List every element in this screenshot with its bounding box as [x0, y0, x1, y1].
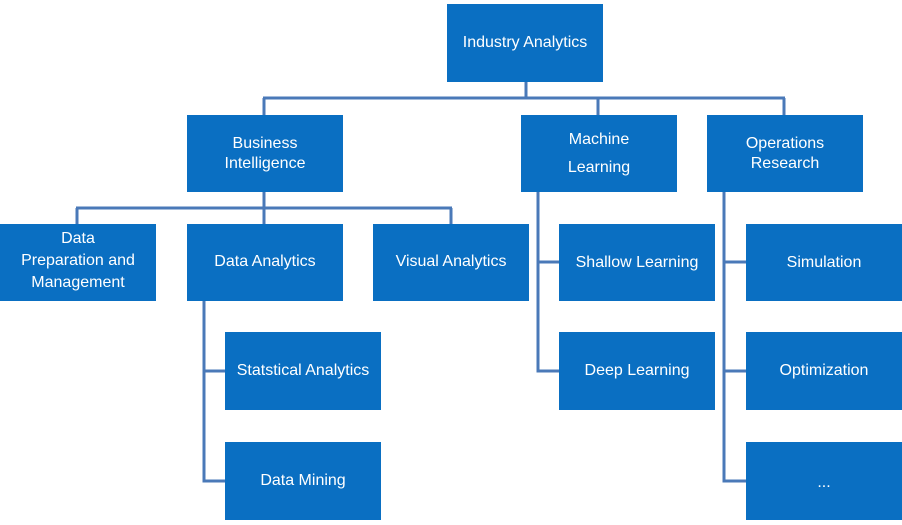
node-label: Shallow Learning — [575, 253, 699, 271]
node-statistical-analytics: Statstical Analytics — [225, 332, 381, 410]
node-label: Industry Analytics — [462, 34, 588, 51]
node-visual-analytics: Visual Analytics — [373, 224, 529, 301]
node-operations-research: Operations Research — [707, 115, 863, 192]
node-label: Simulation — [786, 253, 862, 271]
node-business-intelligence: Business Intelligence — [187, 115, 343, 192]
node-data-preparation: Data Preparation and Management — [0, 224, 156, 301]
node-label: Operations Research — [745, 134, 825, 172]
node-label: Optimization — [779, 362, 869, 379]
node-label: Statstical Analytics — [236, 362, 370, 379]
node-simulation: Simulation — [746, 224, 902, 301]
connector-ml-branch — [536, 192, 560, 373]
connector-data-analytics-branch — [202, 301, 226, 483]
node-label: Visual Analytics — [395, 253, 507, 270]
node-label: Data Mining — [260, 472, 346, 489]
node-label: Data Preparation and Management — [21, 229, 135, 291]
node-data-mining: Data Mining — [225, 442, 381, 520]
node-shallow-learning: Shallow Learning — [559, 224, 715, 301]
node-data-analytics: Data Analytics — [187, 224, 343, 301]
node-label: Machine Learning — [567, 130, 631, 176]
node-deep-learning: Deep Learning — [559, 332, 715, 410]
node-industry-analytics: Industry Analytics — [447, 4, 603, 82]
node-optimization: Optimization — [746, 332, 902, 410]
node-label: ... — [817, 474, 831, 491]
connector-or-branch — [722, 192, 747, 483]
node-label: Data Analytics — [214, 253, 316, 270]
node-label: Business Intelligence — [224, 134, 306, 172]
node-more: ... — [746, 442, 902, 520]
node-machine-learning: Machine Learning — [521, 115, 677, 192]
node-label: Deep Learning — [584, 362, 690, 379]
